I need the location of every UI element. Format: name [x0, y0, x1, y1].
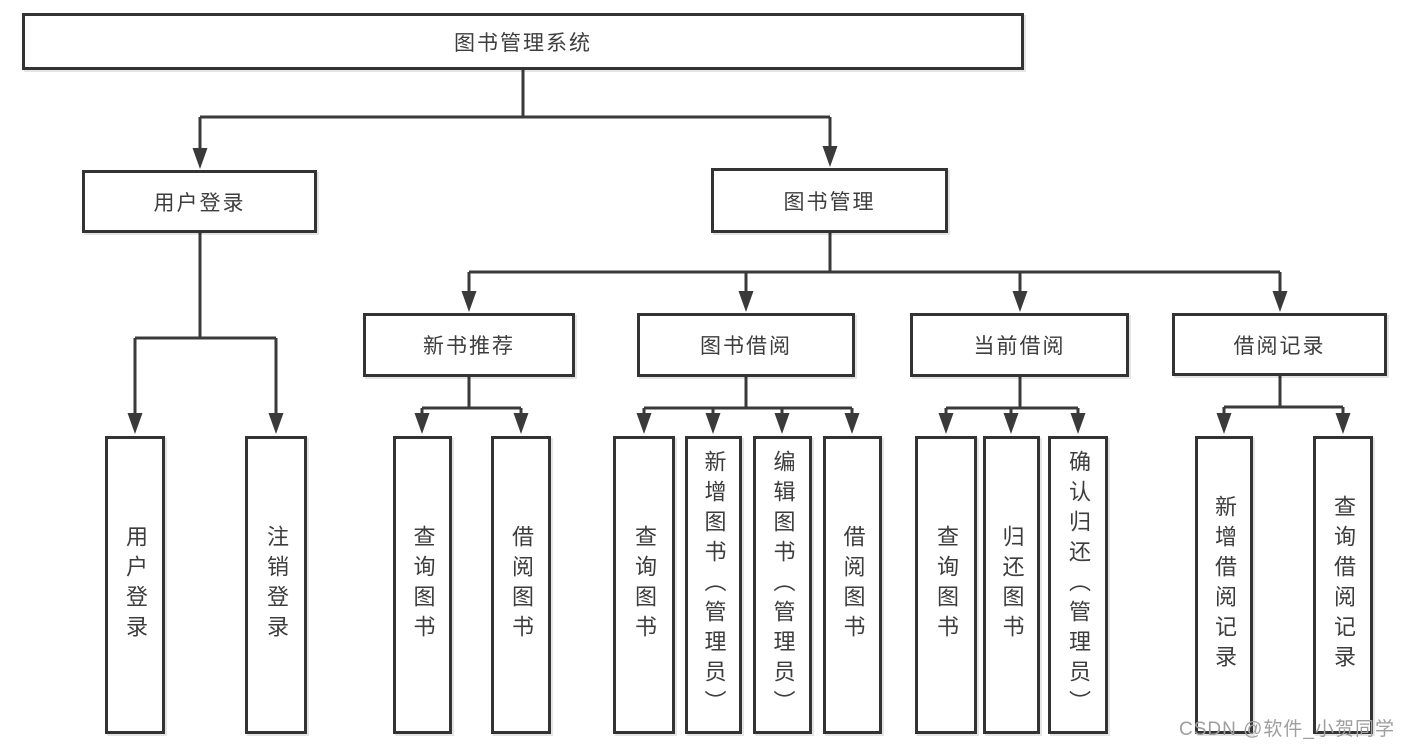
node-user-login: 用户登录 — [82, 170, 317, 233]
node-borrow-records-label: 借阅记录 — [1233, 334, 1326, 358]
node-leaf-borrow-books: 借阅图书 — [823, 436, 882, 734]
node-new-book-recommend: 新书推荐 — [363, 313, 575, 377]
node-leaf-borrow-books-recommend-label: 借阅图书 — [509, 525, 534, 645]
node-book-management: 图书管理 — [711, 168, 948, 233]
node-leaf-confirm-return-admin: 确认归还（管理员） — [1048, 436, 1108, 734]
node-leaf-add-borrow-record-label: 新增借阅记录 — [1212, 495, 1237, 675]
connector-root-to-level2 — [192, 69, 838, 169]
node-leaf-query-books-recommend: 查询图书 — [393, 436, 452, 734]
node-leaf-user-login: 用户登录 — [105, 436, 165, 734]
node-new-book-recommend-label: 新书推荐 — [423, 335, 515, 358]
node-leaf-return-books: 归还图书 — [983, 436, 1040, 734]
connector-new-book-to-leaves — [414, 377, 529, 434]
node-book-borrow: 图书借阅 — [637, 313, 855, 377]
node-leaf-query-books-current: 查询图书 — [915, 436, 977, 734]
node-leaf-edit-books-admin: 编辑图书（管理员） — [753, 436, 812, 734]
connector-book-borrow-to-leaves — [636, 377, 860, 434]
node-leaf-edit-books-admin-label: 编辑图书（管理员） — [770, 450, 796, 720]
node-root-label: 图书管理系统 — [454, 31, 592, 55]
node-leaf-add-borrow-record: 新增借阅记录 — [1195, 436, 1253, 734]
node-leaf-borrow-books-label: 借阅图书 — [840, 525, 866, 645]
node-leaf-user-login-label: 用户登录 — [123, 525, 148, 645]
node-leaf-add-books-admin-label: 新增图书（管理员） — [701, 450, 727, 720]
connector-current-borrow-to-leaves — [938, 377, 1086, 434]
node-leaf-query-books-current-label: 查询图书 — [934, 525, 959, 645]
connector-user-login-to-leaves — [127, 233, 284, 434]
node-current-borrow-label: 当前借阅 — [973, 335, 1066, 358]
node-leaf-logout-label: 注销登录 — [264, 525, 289, 645]
connector-book-management-to-level3 — [461, 233, 1288, 312]
node-leaf-query-books-borrow: 查询图书 — [613, 436, 675, 734]
node-leaf-query-books-recommend-label: 查询图书 — [410, 525, 436, 645]
node-leaf-query-borrow-record: 查询借阅记录 — [1313, 436, 1373, 734]
node-leaf-query-borrow-record-label: 查询借阅记录 — [1331, 495, 1356, 675]
node-root: 图书管理系统 — [22, 13, 1024, 70]
node-leaf-logout: 注销登录 — [245, 436, 307, 734]
watermark: CSDN @软件_小贺同学 — [1179, 719, 1395, 740]
node-leaf-query-books-borrow-label: 查询图书 — [632, 525, 657, 645]
node-user-login-label: 用户登录 — [153, 191, 246, 215]
node-book-borrow-label: 图书借阅 — [700, 335, 792, 358]
node-leaf-return-books-label: 归还图书 — [999, 525, 1025, 645]
node-leaf-confirm-return-admin-label: 确认归还（管理员） — [1066, 450, 1091, 720]
connector-borrow-records-to-leaves — [1216, 375, 1351, 434]
node-borrow-records: 借阅记录 — [1172, 313, 1387, 376]
node-leaf-borrow-books-recommend: 借阅图书 — [491, 436, 551, 734]
node-leaf-add-books-admin: 新增图书（管理员） — [685, 436, 742, 734]
node-book-management-label: 图书管理 — [783, 190, 876, 214]
node-current-borrow: 当前借阅 — [910, 313, 1129, 377]
